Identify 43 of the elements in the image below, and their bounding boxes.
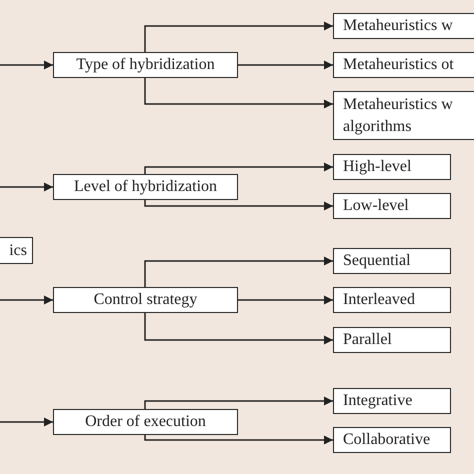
arrow	[238, 296, 333, 304]
category-box	[333, 388, 451, 414]
box-label: High-level	[343, 157, 412, 177]
arrow	[0, 60, 53, 70]
category-box	[333, 154, 451, 180]
box-label: Control strategy	[94, 290, 198, 310]
box-label: Level of hybridization	[74, 177, 218, 197]
category-box	[53, 287, 238, 313]
category-box	[53, 409, 238, 435]
category-box	[333, 248, 451, 274]
arrow	[144, 162, 333, 174]
arrow	[144, 396, 333, 409]
category-box	[333, 287, 451, 313]
arrow	[144, 78, 333, 108]
box-label: Metaheuristics w algorithms	[343, 94, 454, 136]
category-box	[53, 174, 238, 200]
box-label: Integrative	[343, 391, 412, 411]
box-label: Type of hybridization	[76, 55, 215, 75]
category-box	[333, 91, 474, 140]
category-box	[333, 193, 451, 219]
arrow	[0, 418, 53, 426]
box-label: Metaheuristics ot	[343, 55, 454, 75]
box-label: Parallel	[343, 330, 392, 350]
category-box	[333, 327, 451, 353]
arrow	[144, 435, 333, 444]
box-label: Metaheuristics w	[343, 16, 453, 36]
box-label: Collaborative	[343, 430, 430, 450]
box-label: Order of execution	[85, 412, 206, 432]
arrow	[144, 313, 333, 344]
box-label: Low-level	[343, 196, 409, 216]
box-label: ics	[9, 240, 27, 260]
arrow	[144, 256, 333, 287]
arrow	[144, 22, 333, 52]
arrow	[0, 296, 53, 304]
category-box	[53, 52, 238, 78]
category-box	[333, 427, 451, 453]
arrow	[0, 182, 53, 192]
category-box	[333, 13, 474, 39]
box-label: Interleaved	[343, 290, 415, 310]
category-box	[333, 52, 474, 78]
arrow	[144, 200, 333, 210]
arrow	[238, 60, 333, 70]
box-label: Sequential	[343, 251, 411, 271]
